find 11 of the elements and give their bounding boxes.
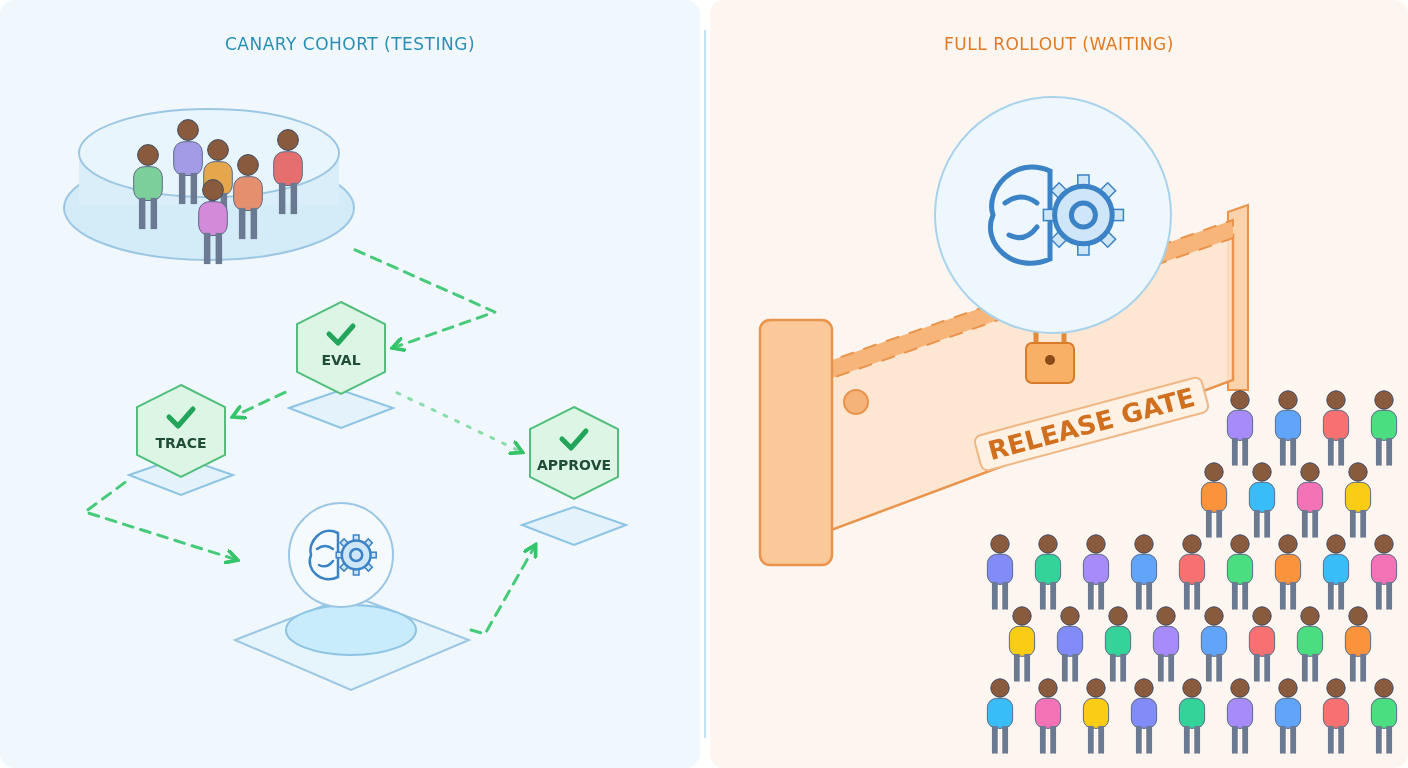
chevron-arrow (395, 391, 525, 456)
chevron-arrow (230, 390, 287, 420)
panel-title: FULL ROLLOUT (WAITING) (944, 34, 1174, 54)
chevron-arrow (83, 480, 240, 565)
panel-title: CANARY COHORT (TESTING) (224, 34, 476, 54)
badge-label: APPROVE (535, 457, 613, 473)
chevron-arrow (353, 248, 497, 353)
panel (0, 0, 700, 768)
badge-label: EVAL (320, 352, 362, 368)
badge-label: TRACE (154, 435, 208, 451)
chevron-arrow (469, 542, 538, 636)
